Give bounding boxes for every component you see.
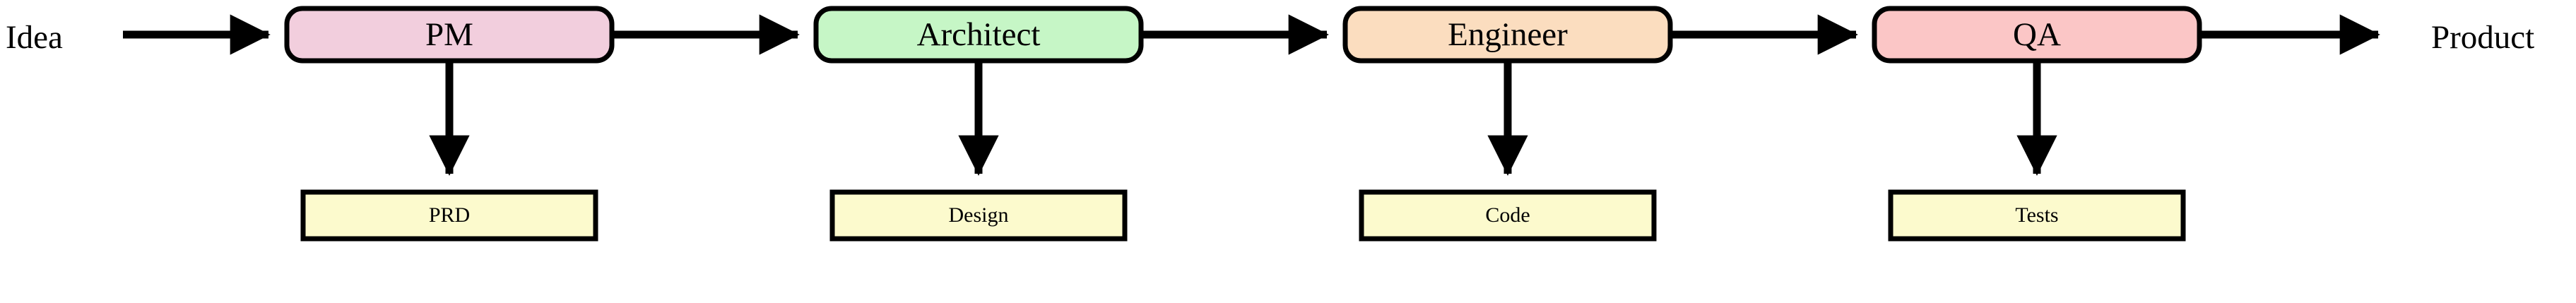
artifact-node-code-label[interactable]: Code [1485, 203, 1530, 227]
end-label-product: Product [2431, 19, 2535, 56]
role-node-qa-shape[interactable] [1872, 6, 2202, 64]
artifact-node-prd-label[interactable]: PRD [428, 203, 471, 227]
role-node-engineer-label[interactable]: Engineer [1448, 16, 1568, 53]
role-node-qa-label[interactable]: QA [2013, 16, 2061, 53]
artifact-node-tests-label[interactable]: Tests [2015, 203, 2059, 227]
artifact-node-design-shape[interactable] [829, 189, 1128, 242]
role-node-engineer-shape[interactable] [1342, 6, 1673, 64]
artifact-node-code-shape[interactable] [1359, 189, 1657, 242]
role-nodes [284, 6, 2202, 64]
role-node-pm-shape[interactable] [284, 6, 615, 64]
artifact-node-prd-shape[interactable] [300, 189, 598, 242]
start-label-idea: Idea [6, 19, 63, 56]
role-node-pm-label[interactable]: PM [425, 16, 473, 53]
artifact-node-design-label[interactable]: Design [948, 203, 1009, 227]
role-node-architect-label[interactable]: Architect [916, 16, 1041, 53]
vertical-connectors [429, 61, 2057, 176]
artifact-node-tests-shape[interactable] [1888, 189, 2186, 242]
artifact-nodes [300, 189, 2186, 242]
role-node-architect-shape[interactable] [813, 6, 1144, 64]
